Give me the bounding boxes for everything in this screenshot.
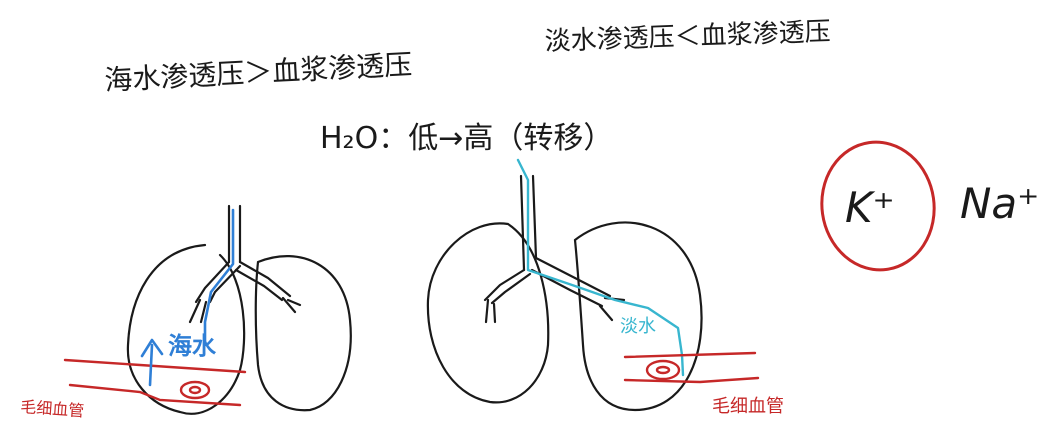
seawater-airway-path [203, 208, 235, 347]
left-lung-right-lobe [254, 255, 352, 412]
right-trachea [519, 174, 538, 272]
right-bronchus-right [530, 256, 612, 308]
right-lung-left-lobe [426, 222, 550, 404]
right-red-blood-cell-core [655, 365, 671, 375]
freshwater-relation-text: 淡水渗透压＜血浆渗透压 [544, 17, 831, 57]
left-trachea [227, 204, 242, 264]
capillary-label-left: 毛细血管 [20, 397, 85, 420]
water-out-arrow [140, 338, 164, 387]
potassium-label: K⁺ [845, 183, 895, 232]
right-lung-right-lobe [573, 221, 703, 412]
water-flow-text: H₂O：低→高（转移） [320, 121, 613, 156]
left-capillary-bottom [68, 383, 242, 407]
right-bronchus-left [483, 268, 532, 305]
ions: K⁺ Na⁺ [820, 140, 1039, 272]
right-capillary-top [623, 351, 757, 359]
seawater-relation-text: 海水渗透压＞血浆渗透压 [104, 48, 413, 97]
left-bronchus-left [194, 260, 242, 304]
left-lungs: 海水 毛细血管 [20, 204, 352, 420]
right-red-blood-cell [645, 359, 681, 381]
right-bronchioles [484, 296, 626, 324]
left-red-blood-cell [179, 380, 211, 400]
left-bronchioles [188, 296, 302, 324]
freshwater-label: 淡水 [620, 316, 656, 337]
right-lungs: 淡水 毛细血管 [426, 158, 784, 417]
potassium-circle [820, 140, 936, 272]
left-red-blood-cell-core [188, 385, 202, 395]
left-lung-left-lobe [126, 243, 246, 415]
left-bronchus-right [234, 260, 292, 302]
freshwater-airway-path [516, 158, 685, 377]
capillary-label-right: 毛细血管 [712, 396, 784, 417]
seawater-label: 海水 [168, 332, 217, 360]
left-capillary-top [63, 358, 247, 374]
sodium-label: Na⁺ [960, 179, 1039, 228]
right-capillary-bottom [623, 376, 760, 384]
